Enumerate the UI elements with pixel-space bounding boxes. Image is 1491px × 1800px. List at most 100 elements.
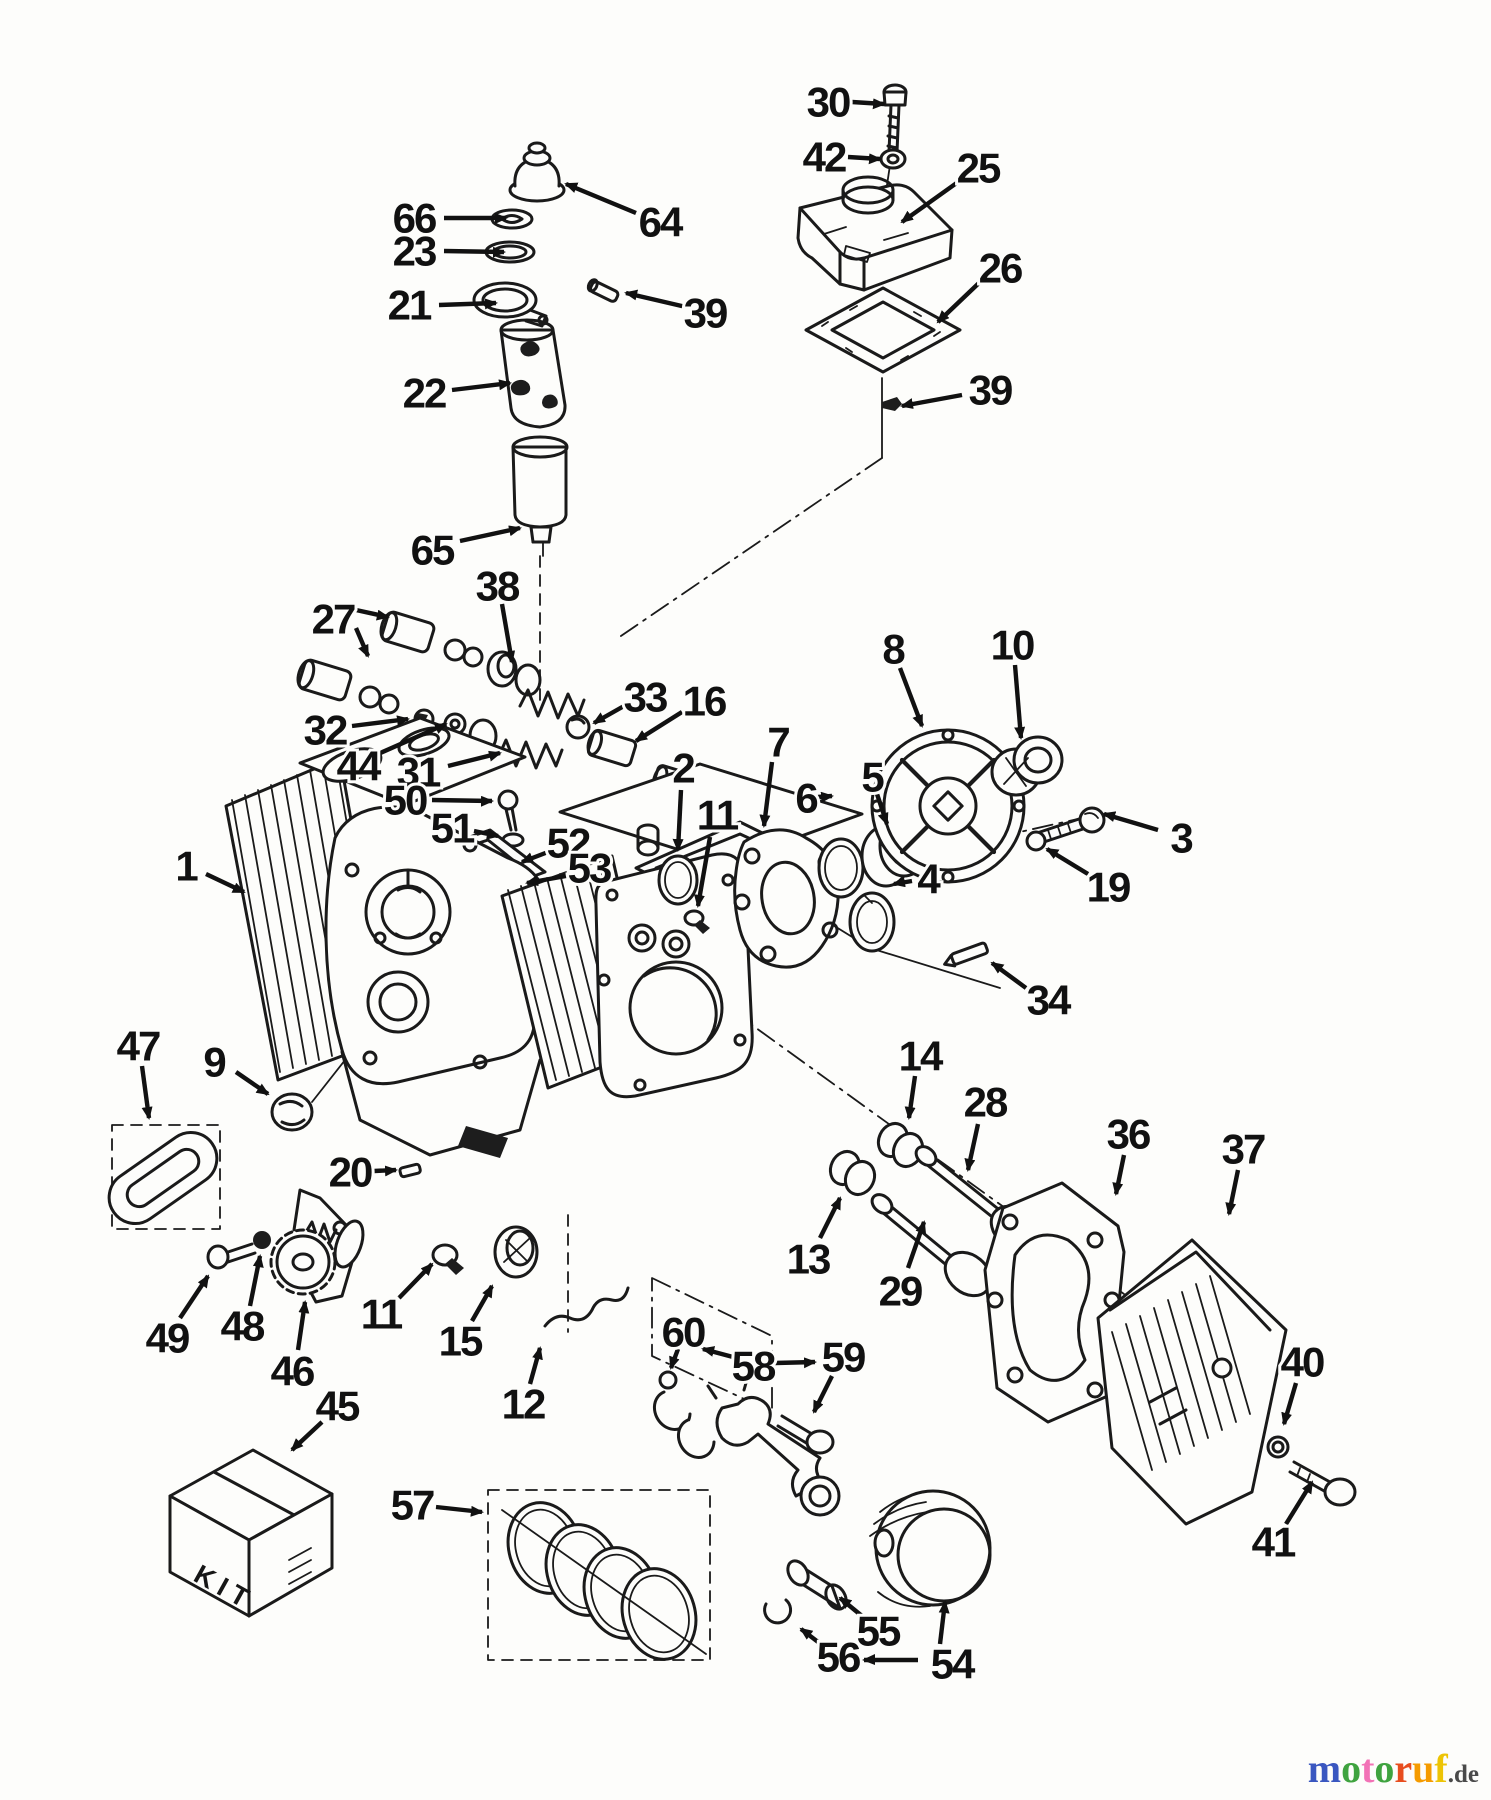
callout-15: 15 bbox=[436, 1284, 494, 1368]
part-number-25: 25 bbox=[957, 145, 1001, 192]
retainer-33 bbox=[565, 714, 591, 740]
oring-2 bbox=[657, 854, 699, 906]
part-number-48: 48 bbox=[221, 1303, 265, 1350]
part-number-11: 11 bbox=[697, 792, 739, 839]
part-number-59: 59 bbox=[822, 1334, 865, 1381]
washer-48 bbox=[253, 1231, 271, 1249]
gasket-47 bbox=[107, 1130, 219, 1226]
part-number-16: 16 bbox=[683, 678, 726, 725]
logo-letter: r bbox=[1394, 1746, 1413, 1791]
callout-21: 21 bbox=[385, 279, 498, 332]
part-number-51: 51 bbox=[431, 805, 475, 852]
part-number-8: 8 bbox=[882, 626, 905, 673]
callout-50: 50 bbox=[381, 774, 494, 827]
part-number-22: 22 bbox=[403, 370, 446, 417]
part-number-7: 7 bbox=[767, 719, 789, 766]
pin-39a bbox=[586, 278, 620, 303]
part-number-37: 37 bbox=[1222, 1126, 1265, 1173]
nut-40 bbox=[1266, 1435, 1290, 1459]
seal-4 bbox=[848, 891, 896, 953]
callout-14: 14 bbox=[896, 1030, 949, 1120]
part-number-49: 49 bbox=[146, 1315, 189, 1362]
sump-edges bbox=[340, 1050, 542, 1157]
plug-9 bbox=[270, 1092, 314, 1132]
callout-41: 41 bbox=[1249, 1480, 1314, 1569]
part-number-21: 21 bbox=[388, 282, 432, 329]
kit-box-45: KIT bbox=[168, 1448, 334, 1618]
part-number-26: 26 bbox=[979, 245, 1022, 292]
callout-39: 39 bbox=[900, 364, 1017, 417]
part-number-65: 65 bbox=[411, 527, 455, 574]
plug-11a bbox=[683, 909, 710, 934]
washer-60 bbox=[658, 1370, 678, 1390]
callout-38: 38 bbox=[473, 560, 525, 664]
part-number-30: 30 bbox=[807, 79, 850, 126]
callout-11: 11 bbox=[694, 789, 744, 908]
ring-set-57 bbox=[501, 1501, 707, 1661]
bolt-49 bbox=[206, 1242, 257, 1270]
callout-44: 44 bbox=[334, 721, 448, 793]
plug-11b bbox=[431, 1243, 464, 1275]
part-number-2: 2 bbox=[672, 745, 694, 792]
part-number-39: 39 bbox=[684, 290, 727, 337]
oil-pump bbox=[206, 1188, 365, 1304]
breather-stack bbox=[472, 141, 620, 544]
part-number-52: 52 bbox=[547, 820, 590, 867]
callout-19: 19 bbox=[1045, 847, 1135, 914]
part-number-40: 40 bbox=[1281, 1339, 1324, 1386]
bearing-10 bbox=[990, 735, 1064, 797]
part-number-45: 45 bbox=[316, 1383, 360, 1430]
callout-40: 40 bbox=[1278, 1336, 1329, 1426]
callout-25: 25 bbox=[900, 142, 1006, 224]
part-number-64: 64 bbox=[639, 199, 684, 246]
callout-31: 31 bbox=[394, 746, 502, 799]
callout-30: 30 bbox=[804, 76, 886, 129]
cap-13 bbox=[828, 1149, 877, 1197]
bolt-3 bbox=[1038, 806, 1106, 844]
part-number-23: 23 bbox=[393, 228, 436, 275]
cylinder-block bbox=[224, 716, 864, 1158]
nut-42 bbox=[879, 148, 907, 170]
callout-52: 52 bbox=[520, 817, 595, 870]
gasket-47-box bbox=[111, 1124, 221, 1230]
part-number-20: 20 bbox=[329, 1149, 372, 1196]
part-number-32: 32 bbox=[304, 707, 347, 754]
callout-59: 59 bbox=[812, 1331, 870, 1414]
part-number-66: 66 bbox=[393, 195, 436, 242]
connecting-rod bbox=[706, 1374, 841, 1517]
part-number-47: 47 bbox=[117, 1023, 160, 1070]
ring-set-box-57 bbox=[487, 1489, 711, 1661]
part-number-41: 41 bbox=[1252, 1519, 1296, 1566]
cover-25 bbox=[796, 175, 954, 292]
part-number-9: 9 bbox=[203, 1039, 225, 1086]
wrist-pin-55 bbox=[786, 1559, 848, 1611]
callout-22: 22 bbox=[400, 367, 512, 420]
callout-3: 3 bbox=[1102, 811, 1197, 865]
callout-57: 57 bbox=[388, 1479, 484, 1532]
breather-cover-group bbox=[796, 83, 962, 411]
callout-47: 47 bbox=[114, 1020, 165, 1120]
cup-65 bbox=[511, 435, 569, 544]
part-number-4: 4 bbox=[917, 856, 941, 903]
pin-34 bbox=[943, 941, 989, 968]
callout-26: 26 bbox=[936, 242, 1027, 324]
rod-bolt-59 bbox=[776, 1414, 835, 1455]
motoruf-logo[interactable]: motoruf.de bbox=[1308, 1745, 1479, 1792]
clip-56 bbox=[763, 1598, 793, 1625]
callout-13: 13 bbox=[784, 1196, 842, 1286]
callout-53: 53 bbox=[525, 842, 616, 895]
callout-49: 49 bbox=[143, 1274, 210, 1365]
part-number-5: 5 bbox=[861, 754, 884, 801]
callout-16: 16 bbox=[634, 675, 731, 743]
part-number-31: 31 bbox=[397, 749, 441, 796]
part-number-10: 10 bbox=[991, 622, 1034, 669]
tappet-16a bbox=[586, 728, 638, 768]
cap-15 bbox=[493, 1225, 539, 1279]
part-number-6: 6 bbox=[795, 775, 817, 822]
callout-9: 9 bbox=[200, 1036, 270, 1096]
callout-33: 33 bbox=[592, 671, 672, 725]
callout-64: 64 bbox=[564, 181, 689, 249]
element-22 bbox=[499, 318, 567, 429]
part-number-58: 58 bbox=[732, 1343, 776, 1390]
